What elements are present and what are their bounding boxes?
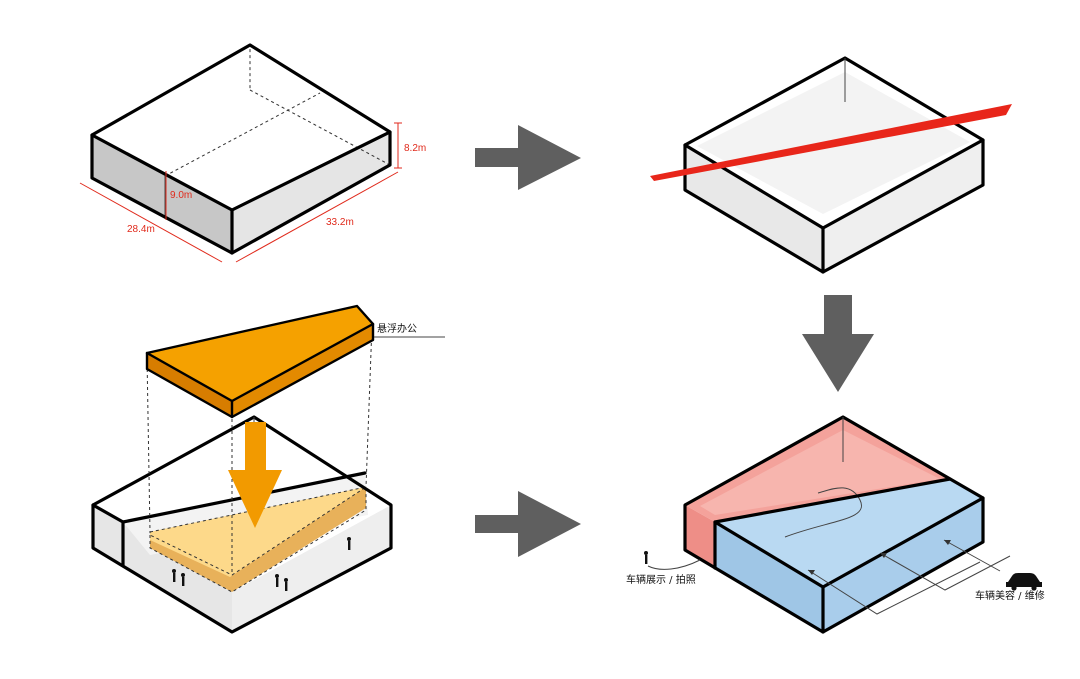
panel-zoned-volume: 车辆展示 / 拍照 车辆美容 / 维修 <box>626 415 1045 634</box>
person-icon <box>644 551 648 564</box>
right-arrow-icon <box>475 491 581 557</box>
panel-hollow-cut <box>650 56 1012 274</box>
right-arrow-icon <box>475 125 581 190</box>
car-icon <box>1006 573 1042 591</box>
dim-height-inner: 9.0m <box>170 190 192 201</box>
down-arrow-icon <box>802 295 874 392</box>
panel-base-volume: 8.2m 9.0m 28.4m 33.2m <box>79 43 426 263</box>
person-icon <box>172 537 351 591</box>
cut-line <box>650 104 1012 181</box>
dim-height-wall: 8.2m <box>404 143 426 154</box>
panel-floating-office: 悬浮办公 <box>91 304 445 634</box>
label-display-photo: 车辆展示 / 拍照 <box>626 573 696 586</box>
orange-down-arrow-icon <box>228 422 282 528</box>
dim-length: 33.2m <box>326 217 354 228</box>
label-floating-office: 悬浮办公 <box>377 322 417 335</box>
dim-width: 28.4m <box>127 224 155 235</box>
label-beauty-repair: 车辆美容 / 维修 <box>975 589 1045 602</box>
dimension-lines <box>79 122 402 263</box>
